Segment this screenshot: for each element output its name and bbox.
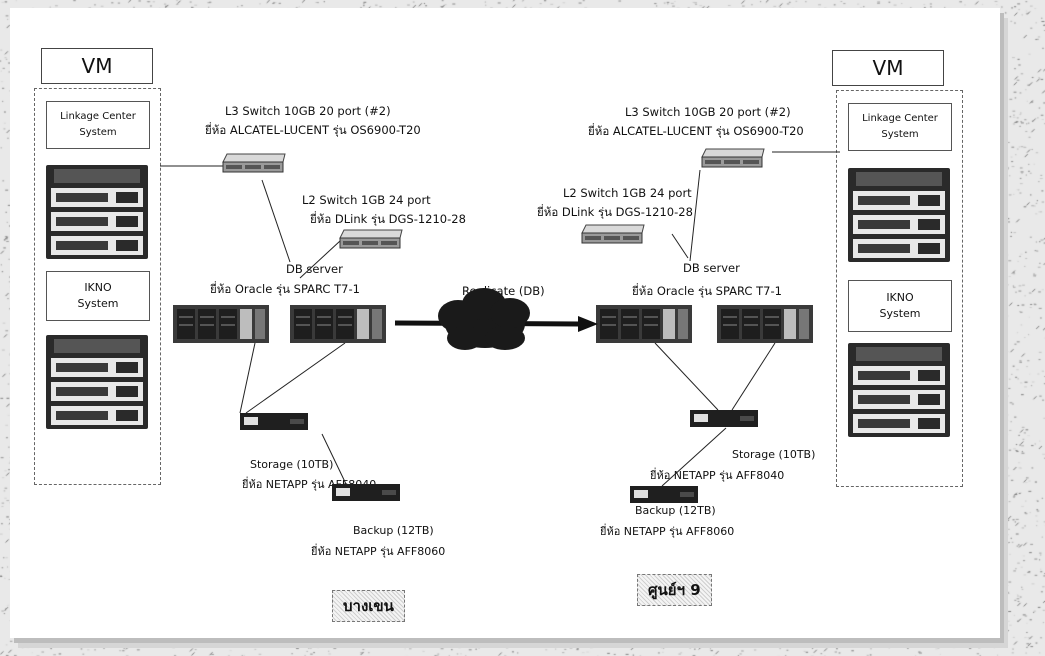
left-linkage-line1: Linkage Center <box>60 111 136 122</box>
diagram-page: VM Linkage Center System IKNO System L3 … <box>10 8 1000 638</box>
left-db-server-label: DB server <box>286 262 343 276</box>
left-connection-lines <box>160 165 347 485</box>
left-backup-brand: ยี่ห้อ NETAPP รุ่น AFF8060 <box>311 545 446 558</box>
right-linkage-line1: Linkage Center <box>862 113 938 124</box>
right-l3-switch-brand: ยี่ห้อ ALCATEL-LUCENT รุ่น OS6900-T20 <box>588 124 804 138</box>
right-server-rack-icon-2 <box>848 343 950 437</box>
right-backup-icon <box>630 486 698 503</box>
right-backup-brand: ยี่ห้อ NETAPP รุ่น AFF8060 <box>600 525 735 538</box>
left-db-server-brand: ยี่ห้อ Oracle รุ่น SPARC T7-1 <box>210 282 360 296</box>
right-db-server-icon-2 <box>716 304 814 344</box>
right-l3-switch-label: L3 Switch 10GB 20 port (#2) <box>625 105 791 119</box>
right-l3-switch-icon <box>701 148 765 168</box>
left-server-rack-icon-1 <box>46 165 148 259</box>
left-db-server-icon-1 <box>172 304 270 344</box>
right-ikno-line1: IKNO <box>886 291 914 304</box>
left-ikno-line1: IKNO <box>84 281 112 294</box>
right-connection-lines <box>654 151 840 487</box>
left-storage-icon <box>240 413 308 430</box>
right-server-rack-icon-1 <box>848 168 950 262</box>
right-linkage-line2: System <box>881 129 919 140</box>
left-l3-switch-icon <box>222 153 286 173</box>
right-backup-label: Backup (12TB) <box>635 504 716 517</box>
right-ikno-box: IKNO System <box>848 280 952 332</box>
left-linkage-line2: System <box>79 127 117 138</box>
right-site-label: ศูนย์ฯ 9 <box>637 574 712 606</box>
right-storage-icon <box>690 410 758 427</box>
right-storage-brand: ยี่ห้อ NETAPP รุ่น AFF8040 <box>650 469 785 482</box>
left-ikno-line2: System <box>77 297 119 310</box>
right-db-server-label: DB server <box>683 261 740 275</box>
left-backup-label: Backup (12TB) <box>353 524 434 537</box>
arrow-head-icon <box>578 316 598 332</box>
cloud-icon <box>438 288 530 350</box>
left-l3-switch-brand: ยี่ห้อ ALCATEL-LUCENT รุ่น OS6900-T20 <box>205 123 421 137</box>
right-linkage-center-box: Linkage Center System <box>848 103 952 151</box>
left-l3-switch-label: L3 Switch 10GB 20 port (#2) <box>225 104 391 118</box>
left-db-server-icon-2 <box>289 304 387 344</box>
left-linkage-center-box: Linkage Center System <box>46 101 150 149</box>
diagram-artwork <box>46 148 950 503</box>
right-storage-label: Storage (10TB) <box>732 448 816 461</box>
left-storage-label: Storage (10TB) <box>250 458 334 471</box>
right-ikno-line2: System <box>879 307 921 320</box>
left-l2-switch-icon <box>339 229 403 249</box>
left-ikno-box: IKNO System <box>46 271 150 321</box>
right-l2-switch-label: L2 Switch 1GB 24 port <box>563 186 692 200</box>
left-vm-title: VM <box>41 48 153 84</box>
right-l2-switch-icon <box>581 224 645 244</box>
left-site-label: บางเขน <box>332 590 405 622</box>
right-vm-title: VM <box>832 50 944 86</box>
right-db-server-icon-1 <box>595 304 693 344</box>
left-server-rack-icon-2 <box>46 335 148 429</box>
right-l2-switch-brand: ยี่ห้อ DLink รุ่น DGS-1210-28 <box>537 205 693 219</box>
left-backup-icon <box>332 484 400 501</box>
right-db-server-brand: ยี่ห้อ Oracle รุ่น SPARC T7-1 <box>632 284 782 298</box>
left-l2-switch-label: L2 Switch 1GB 24 port <box>302 193 431 207</box>
left-l2-switch-brand: ยี่ห้อ DLink รุ่น DGS-1210-28 <box>310 212 466 226</box>
